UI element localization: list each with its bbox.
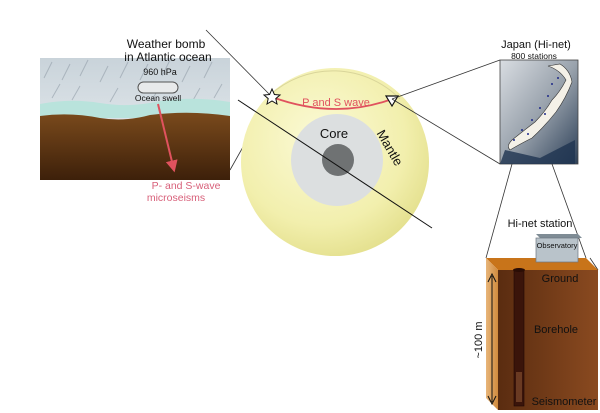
observatory-hut bbox=[535, 237, 579, 263]
weather-title-line1: Weather bomb bbox=[127, 37, 206, 51]
observatory-label: Observatory bbox=[537, 241, 578, 250]
rain-streaks bbox=[43, 59, 223, 103]
station-title: Hi-net station bbox=[508, 218, 573, 230]
japan-map bbox=[499, 59, 579, 165]
stations-label: 800 stations bbox=[511, 51, 557, 61]
diameter-line bbox=[237, 99, 433, 229]
station-block bbox=[486, 234, 598, 410]
microseisms-label-line1: P- and S-wave bbox=[152, 180, 221, 192]
depth-arrow-down-head bbox=[487, 395, 497, 406]
connector-bottom-right bbox=[391, 98, 501, 165]
depth-label: ~100 m bbox=[473, 322, 485, 359]
inner-core bbox=[322, 144, 354, 176]
depth-arrow-up-head bbox=[487, 272, 497, 283]
weather-title-line2: in Atlantic ocean bbox=[124, 50, 211, 64]
station-dots bbox=[513, 77, 559, 141]
observatory-roof bbox=[536, 234, 582, 238]
japan-islands bbox=[508, 63, 573, 151]
deep-ocean bbox=[500, 140, 575, 164]
japan-title: Japan (Hi-net) bbox=[501, 39, 571, 51]
wave-ray-path bbox=[271, 96, 393, 110]
cyclone-shape bbox=[137, 81, 179, 94]
earth-globe bbox=[237, 68, 433, 256]
wave-label: P and S wave bbox=[302, 97, 370, 109]
connector-map-station-right bbox=[551, 163, 587, 259]
source-star-icon bbox=[262, 87, 282, 106]
ground-label: Ground bbox=[542, 273, 579, 285]
connector-top-right bbox=[391, 59, 501, 100]
connector-map-station-left bbox=[485, 163, 513, 259]
globe-highlight bbox=[269, 70, 401, 100]
weather-panel bbox=[40, 58, 230, 180]
connector-top-left bbox=[205, 29, 273, 98]
microseism-arrow bbox=[157, 103, 178, 173]
block-front-face bbox=[498, 270, 598, 410]
seismometer-body bbox=[516, 372, 522, 402]
core-label: Core bbox=[320, 126, 348, 141]
pressure-label: 960 hPa bbox=[143, 67, 177, 77]
seismometer-label: Seismometer bbox=[532, 396, 597, 408]
borehole-opening bbox=[513, 268, 525, 272]
microseisms-label-line2: microseisms bbox=[147, 192, 205, 204]
connector-map-station-tail bbox=[589, 257, 599, 271]
borehole-label: Borehole bbox=[534, 324, 578, 336]
seafloor bbox=[40, 112, 230, 180]
ocean-swell-label: Ocean swell bbox=[135, 93, 181, 103]
